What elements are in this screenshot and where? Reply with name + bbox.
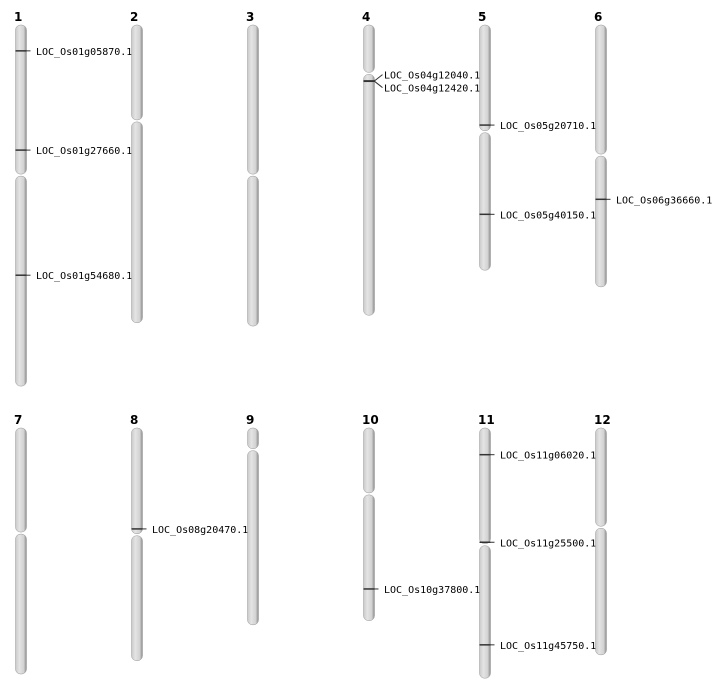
gene-label: LOC_Os11g45750.1 [500,641,596,652]
gene-label: LOC_Os05g40150.1 [500,210,596,221]
chromosome-arm-short [363,24,375,73]
gene-marker: LOC_Os01g27660.1 [15,146,132,157]
chromosome-arm-long [131,535,143,661]
chromosome-arm-long [595,527,607,656]
chromosome-number: 2 [130,10,138,24]
chromosome-7: 7 [14,413,27,675]
chromosome-arm-long [247,450,259,626]
gene-label: LOC_Os11g25500.1 [500,538,596,549]
chromosome-9: 9 [246,413,259,626]
chromosome-arm-short [131,427,143,535]
gene-marker: LOC_Os01g05870.1 [15,47,132,58]
gene-marker: LOC_Os04g12420.1 [363,80,480,95]
chromosome-number: 1 [14,10,22,24]
chromosome-arm-short [479,24,491,132]
chromosome-12: 12 [594,413,611,656]
chromosome-arm-short [595,427,607,527]
gene-label: LOC_Os04g12040.1 [384,71,480,82]
gene-marker: LOC_Os11g25500.1 [479,538,596,549]
chromosome-number: 6 [594,10,602,24]
gene-marker: LOC_Os11g45750.1 [479,641,596,652]
gene-label: LOC_Os04g12420.1 [384,84,480,95]
chromosome-number: 10 [362,413,379,427]
chromosome-number: 11 [478,413,495,427]
chromosome-arm-short [595,24,607,155]
chromosome-arm-long [363,494,375,621]
chromosome-11: 11LOC_Os11g06020.1LOC_Os11g25500.1LOC_Os… [478,413,596,679]
chromosome-arm-short [363,427,375,494]
chromosome-number: 4 [362,10,370,24]
chromosome-arm-long [15,175,27,387]
gene-marker: LOC_Os05g20710.1 [479,121,596,132]
chromosome-number: 9 [246,413,254,427]
chromosome-number: 8 [130,413,138,427]
chromosome-arm-long [479,545,491,679]
chromosome-arm-short [15,427,27,533]
chromosome-number: 12 [594,413,611,427]
chromosome-arm-long [15,533,27,675]
gene-label: LOC_Os01g27660.1 [36,146,132,157]
chromosome-arm-short [15,24,27,175]
chromosome-arm-long [247,175,259,327]
gene-marker: LOC_Os10g37800.1 [363,585,480,596]
chromosome-arm-short [247,24,259,175]
chromosome-arm-long [363,74,375,316]
marker-connector [374,80,383,88]
chromosome-number: 5 [478,10,486,24]
gene-label: LOC_Os10g37800.1 [384,585,480,596]
chromosome-arm-short [479,427,491,545]
chromosome-3: 3 [246,10,259,327]
chromosome-arm-long [131,121,143,323]
gene-label: LOC_Os08g20470.1 [152,525,248,536]
gene-label: LOC_Os01g05870.1 [36,47,132,58]
gene-label: LOC_Os05g20710.1 [500,121,596,132]
chromosome-arm-short [131,24,143,121]
gene-marker: LOC_Os08g20470.1 [131,525,248,536]
gene-marker: LOC_Os06g36660.1 [595,195,712,206]
gene-label: LOC_Os01g54680.1 [36,271,132,282]
chromosome-arm-short [247,427,259,449]
chromosome-arm-long [479,132,491,271]
chromosome-number: 3 [246,10,254,24]
chromosome-arm-long [595,155,607,288]
chromosome-number: 7 [14,413,22,427]
gene-marker: LOC_Os11g06020.1 [479,451,596,462]
gene-label: LOC_Os06g36660.1 [616,195,712,206]
gene-marker: LOC_Os01g54680.1 [15,271,132,282]
gene-marker: LOC_Os05g40150.1 [479,210,596,221]
gene-marker: LOC_Os04g12040.1 [363,71,480,82]
chromosome-1: 1LOC_Os01g05870.1LOC_Os01g27660.1LOC_Os0… [14,10,132,387]
marker-connector [374,74,383,82]
gene-label: LOC_Os11g06020.1 [500,451,596,462]
chromosome-2: 2 [130,10,143,323]
